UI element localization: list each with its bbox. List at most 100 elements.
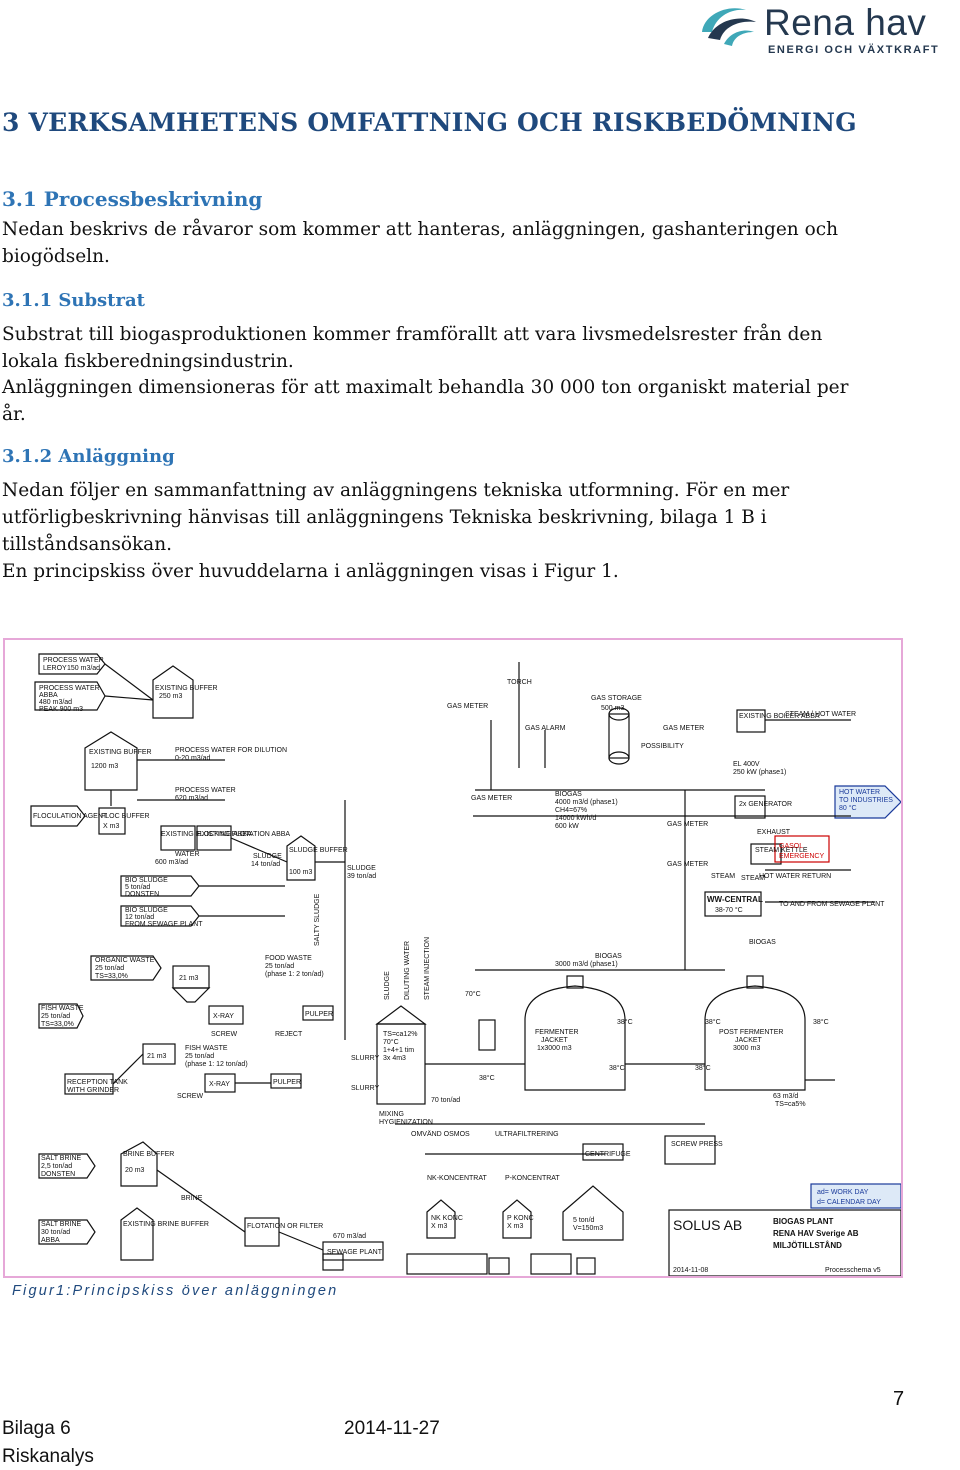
page-number: 7: [893, 1388, 905, 1410]
svg-text:63 m3/d: 63 m3/d: [773, 1093, 798, 1100]
svg-text:14 ton/ad: 14 ton/ad: [251, 861, 280, 868]
svg-text:PROCESS WATER: PROCESS WATER: [175, 787, 236, 794]
svg-text:PEAK 900 m3: PEAK 900 m3: [39, 706, 83, 713]
svg-text:DILUTING WATER: DILUTING WATER: [404, 941, 411, 1000]
process-diagram: PROCESS WATER LEROY 150 m3/ad PROCESS WA…: [30, 653, 901, 1276]
salt-brine-30-box: [38, 1219, 96, 1245]
svg-text:SLUDGE: SLUDGE: [347, 865, 376, 872]
svg-text:20 m3: 20 m3: [125, 1167, 145, 1174]
svg-text:MILJÖTILLSTÅND: MILJÖTILLSTÅND: [773, 1241, 842, 1250]
svg-text:OMVÄND OSMOS: OMVÄND OSMOS: [411, 1130, 470, 1138]
footer-document-name: Riskanalys: [2, 1446, 94, 1467]
svg-text:25 ton/ad: 25 ton/ad: [185, 1053, 214, 1060]
svg-text:GAS METER: GAS METER: [663, 725, 704, 732]
svg-text:JACKET: JACKET: [735, 1037, 763, 1044]
svg-text:STEAM KETTLE: STEAM KETTLE: [755, 847, 808, 854]
svg-text:SLUDGE: SLUDGE: [253, 853, 282, 860]
svg-text:BIOGAS PLANT: BIOGAS PLANT: [773, 1217, 834, 1226]
svg-text:38°C: 38°C: [695, 1064, 711, 1072]
svg-text:3000 m3: 3000 m3: [733, 1045, 760, 1052]
svg-text:P KONC: P KONC: [507, 1215, 534, 1222]
svg-text:NK-KONCENTRAT: NK-KONCENTRAT: [427, 1175, 487, 1182]
sewage-plant-box: [322, 1241, 384, 1261]
svg-text:BIO SLUDGE: BIO SLUDGE: [125, 907, 168, 914]
svg-text:ABBA: ABBA: [39, 692, 58, 699]
svg-text:X m3: X m3: [507, 1223, 523, 1230]
generator-box: [734, 795, 766, 819]
svg-text:SCREW PRESS: SCREW PRESS: [671, 1141, 723, 1148]
sludge-buffer-box: [286, 835, 316, 881]
svg-text:NK KONC: NK KONC: [431, 1215, 463, 1222]
svg-text:SCREW: SCREW: [211, 1031, 237, 1038]
svg-text:EXISTING BUFFER: EXISTING BUFFER: [89, 749, 152, 756]
svg-text:STEAM / HOT WATER: STEAM / HOT WATER: [785, 711, 856, 718]
svg-text:480 m3/ad: 480 m3/ad: [39, 699, 72, 706]
svg-text:5 ton/ad: 5 ton/ad: [125, 884, 150, 891]
svg-text:FLOTATION OR FILTER: FLOTATION OR FILTER: [247, 1223, 323, 1230]
svg-text:STEAM: STEAM: [741, 875, 765, 882]
svg-text:14000 kWh/d: 14000 kWh/d: [555, 815, 596, 822]
svg-text:250 kW (phase1): 250 kW (phase1): [733, 769, 786, 776]
fermenter-tank: [524, 985, 626, 1091]
svg-text:38°C: 38°C: [813, 1018, 829, 1026]
svg-text:39 ton/ad: 39 ton/ad: [347, 873, 376, 880]
svg-text:38°C: 38°C: [617, 1018, 633, 1026]
svg-text:EXISTING FLOTATION ABBA: EXISTING FLOTATION ABBA: [197, 831, 290, 838]
svg-text:TORCH: TORCH: [507, 679, 532, 686]
existing-buffer-small: [152, 665, 194, 719]
svg-text:RENA HAV Sverige AB: RENA HAV Sverige AB: [773, 1229, 859, 1238]
svg-text:CENTRIFUGE: CENTRIFUGE: [585, 1151, 631, 1158]
svg-text:38°C: 38°C: [705, 1018, 721, 1026]
svg-text:WITH GRINDER: WITH GRINDER: [67, 1087, 119, 1094]
rena-hav-logo: Rena hav ENERGI OCH VÄXTKRAFT: [690, 0, 960, 60]
xray-box-top: [208, 1005, 244, 1025]
process-water-abba-box: [34, 681, 106, 711]
bio-sludge-12-box: [120, 905, 200, 927]
svg-text:GASOL: GASOL: [779, 843, 803, 850]
svg-text:EXISTING FLOCKING ABBA: EXISTING FLOCKING ABBA: [161, 831, 252, 838]
svg-text:PULPER: PULPER: [273, 1079, 301, 1086]
svg-text:GAS STORAGE: GAS STORAGE: [591, 695, 642, 702]
svg-text:BRINE BUFFER: BRINE BUFFER: [123, 1151, 174, 1158]
svg-text:EXISTING BRINE BUFFER: EXISTING BRINE BUFFER: [123, 1221, 209, 1228]
section-3-1-2-body2: En principskiss över huvuddelarna i anlä…: [2, 561, 619, 582]
svg-text:70°C: 70°C: [383, 1038, 399, 1046]
existing-brine-buffer-box: [120, 1207, 154, 1261]
title-block: [668, 1209, 901, 1276]
existing-boiler-box: [736, 709, 766, 733]
svg-text:FERMENTER: FERMENTER: [535, 1029, 579, 1036]
svg-text:1x3000 m3: 1x3000 m3: [537, 1045, 572, 1052]
figure-caption: Figur1:Principskiss över anläggningen: [12, 1283, 339, 1299]
existing-flocking-box: [160, 825, 196, 851]
svg-text:TO AND FROM SEWAGE PLANT: TO AND FROM SEWAGE PLANT: [779, 901, 885, 908]
footer-appendix: Bilaga 6: [2, 1418, 71, 1439]
process-diagram-figure: PROCESS WATER LEROY 150 m3/ad PROCESS WA…: [3, 638, 903, 1278]
svg-text:TS=33,0%: TS=33,0%: [95, 973, 128, 980]
svg-text:LEROY: LEROY: [43, 665, 67, 672]
svg-text:FLOCULATION AGENT: FLOCULATION AGENT: [33, 813, 108, 820]
svg-text:SCREW: SCREW: [177, 1093, 203, 1100]
svg-text:GAS METER: GAS METER: [667, 821, 708, 828]
svg-text:150 m3/ad: 150 m3/ad: [67, 665, 100, 672]
svg-text:EL 400V: EL 400V: [733, 761, 760, 768]
svg-text:2,5 ton/ad: 2,5 ton/ad: [41, 1163, 72, 1170]
svg-text:ORGANIC WASTE: ORGANIC WASTE: [95, 957, 155, 964]
ww-central-box: [704, 891, 762, 917]
svg-text:HOT WATER: HOT WATER: [839, 789, 880, 796]
svg-text:70°C: 70°C: [465, 990, 481, 998]
nk-konc-silo: [426, 1199, 456, 1239]
fiber-silo: [562, 1185, 624, 1241]
svg-text:0-20 m3/ad: 0-20 m3/ad: [175, 755, 211, 762]
svg-text:d= CALENDAR DAY: d= CALENDAR DAY: [817, 1199, 881, 1206]
svg-text:PULPER: PULPER: [305, 1011, 333, 1018]
svg-text:BIOGAS: BIOGAS: [749, 939, 776, 946]
svg-text:BIO SLUDGE: BIO SLUDGE: [125, 877, 168, 884]
svg-text:TS=33,0%: TS=33,0%: [41, 1021, 74, 1028]
bio-sludge-5-box: [120, 875, 200, 897]
svg-text:38-70 °C: 38-70 °C: [715, 906, 743, 914]
svg-text:BIOGAS: BIOGAS: [595, 953, 622, 960]
floculation-agent-box: [30, 805, 86, 827]
svg-text:2x GENERATOR: 2x GENERATOR: [739, 801, 792, 808]
svg-text:100 m3: 100 m3: [289, 869, 312, 876]
svg-text:MIXING: MIXING: [379, 1111, 404, 1118]
